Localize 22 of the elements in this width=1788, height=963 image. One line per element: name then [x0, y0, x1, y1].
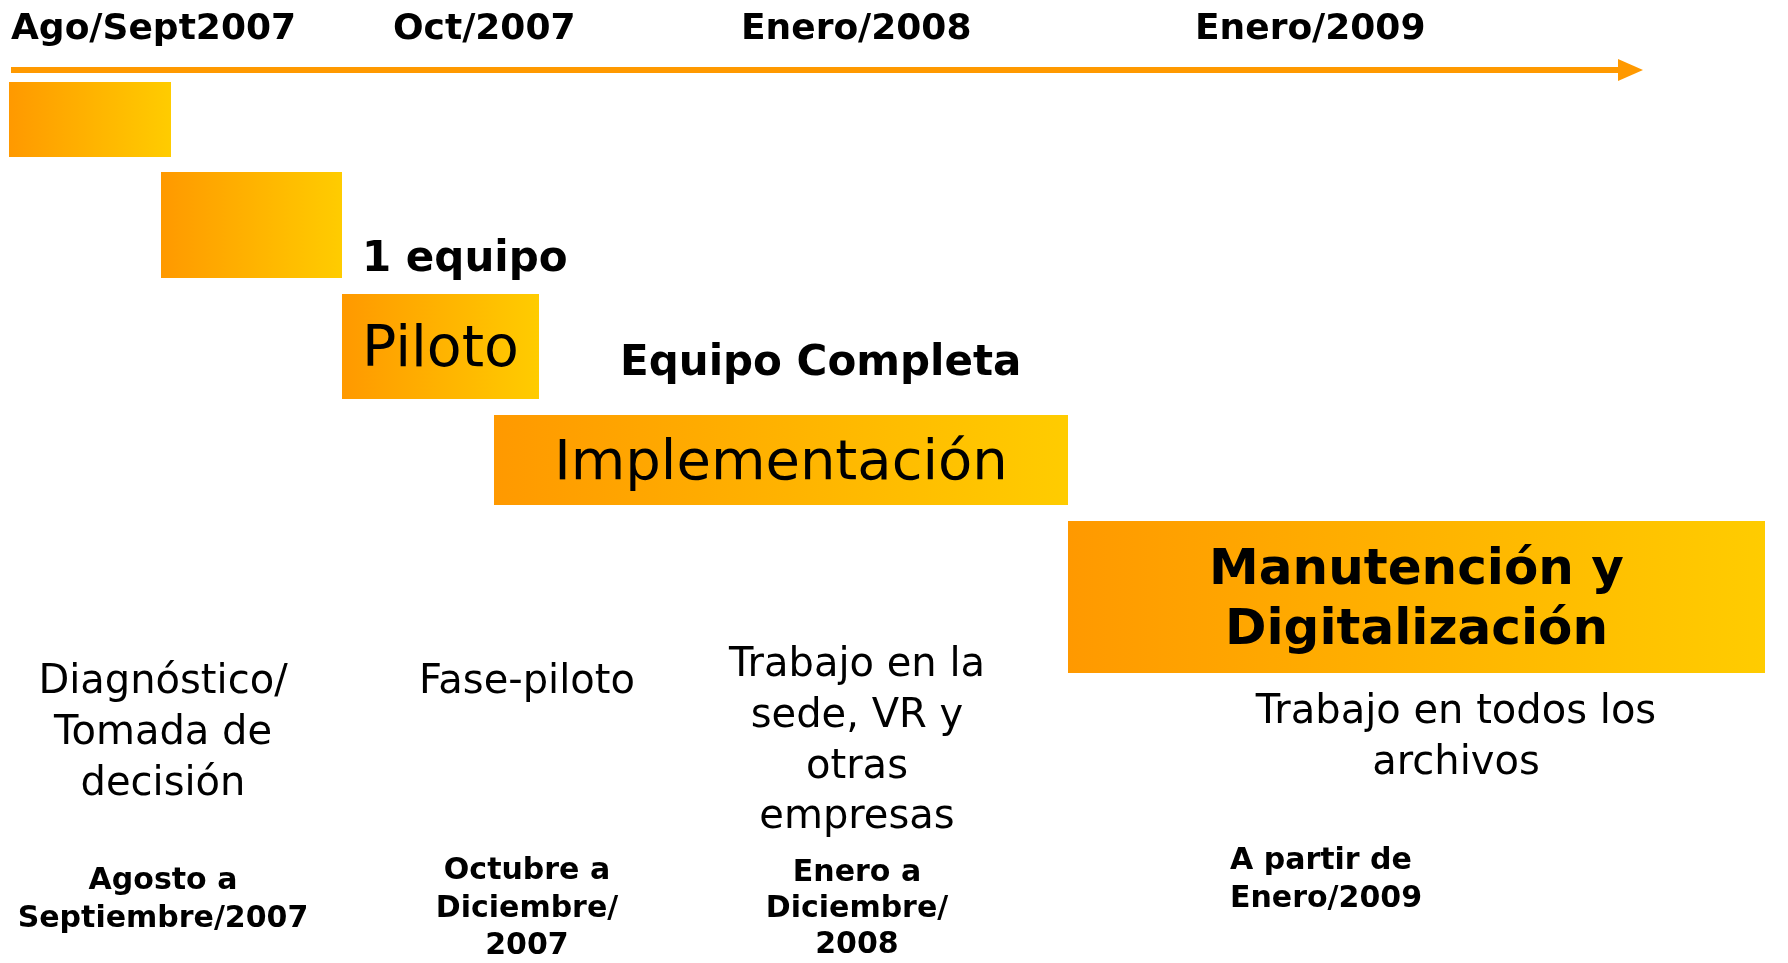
date-label: Oct/2007	[393, 5, 577, 49]
phase-bar	[9, 82, 171, 157]
date-label: Ago/Sept2007	[11, 5, 298, 49]
phase-description: Trabajo en la sede, VR y otras empresas	[728, 638, 986, 840]
phase-bar	[161, 172, 342, 278]
phase-box	[494, 415, 1068, 505]
date-label: Enero/2008	[741, 5, 973, 49]
phase-title: Manutención y Digitalización	[1208, 537, 1625, 657]
phase-box	[342, 294, 539, 399]
phase-title: Implementación	[554, 426, 1008, 494]
phase-description: Diagnóstico/ Tomada de decisión	[37, 655, 289, 806]
period-label: Octubre a Diciembre/ 2007	[434, 850, 620, 963]
period-label: Agosto a Septiembre/2007	[16, 860, 310, 935]
team-note: 1 equipo	[362, 232, 569, 283]
team-note: Equipo Completa	[620, 336, 1023, 387]
phase-description: Fase-piloto	[418, 655, 636, 704]
phase-title: Piloto	[362, 312, 519, 381]
phase-box	[1068, 521, 1765, 673]
period-label: Enero a Diciembre/ 2008	[764, 853, 950, 961]
period-label: A partir de Enero/2009	[1230, 840, 1424, 915]
phase-description: Trabajo en todos los archivos	[1254, 685, 1658, 785]
date-label: Enero/2009	[1195, 5, 1427, 49]
